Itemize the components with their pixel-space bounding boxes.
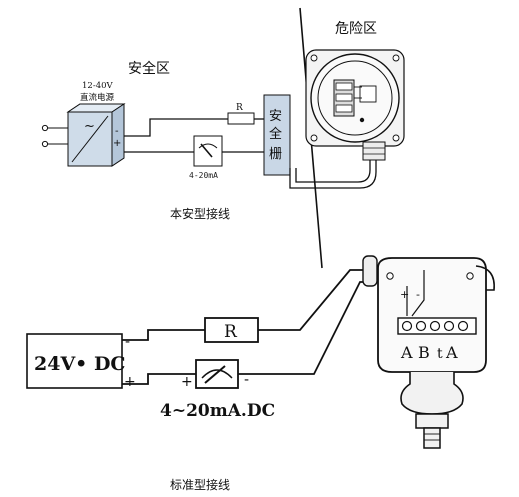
cable-to-transmitter-inner	[295, 160, 371, 183]
bottom-resistor-body	[204, 317, 259, 343]
bottom-ammeter: + - 4~20mA.DC	[160, 359, 275, 421]
bottom-terminal-screws	[401, 320, 469, 332]
bottom-terminal-minus: -	[416, 288, 420, 301]
power-voltage-label: 12-40V	[82, 81, 114, 91]
top-screw	[359, 117, 365, 123]
bottom-resistor-label: R	[224, 322, 238, 342]
bottom-resistor: R	[204, 317, 259, 343]
bottom-meter-needle	[204, 365, 226, 384]
top-module	[359, 85, 377, 103]
bottom-transmitter: + - A B t A	[377, 257, 495, 449]
bottom-power-box	[26, 333, 123, 389]
bottom-power-minus: -	[125, 334, 130, 350]
bottom-caption: 标准型接线	[170, 477, 230, 492]
bottom-terminal-plus: +	[400, 288, 409, 301]
safety-barrier-char-1: 安	[269, 109, 282, 124]
safety-barrier-char-2: 全	[269, 126, 282, 142]
cable-to-transmitter-outer	[289, 160, 377, 189]
top-terminal-3	[335, 104, 353, 113]
power-minus-sign: -	[115, 126, 119, 137]
bottom-wire-plus	[122, 373, 196, 385]
bottom-transmitter-probe	[423, 427, 441, 449]
top-ammeter-label: 4-20mA	[189, 171, 218, 180]
dc-power-supply: 12-40V 直流电源 ~ - +	[41, 81, 126, 167]
bottom-terminal-screw	[429, 320, 441, 332]
top-resistor: R	[227, 103, 255, 125]
power-supply-diagonal	[71, 115, 109, 163]
ac-input-terminal-1	[41, 124, 49, 132]
power-supply-side-face	[111, 103, 125, 167]
top-ammeter-arc	[198, 143, 218, 149]
bottom-power-supply: 24V• DC - +	[26, 333, 136, 390]
top-terminal-1	[335, 82, 353, 91]
bottom-housing-bolt-1	[386, 272, 394, 280]
top-flange-bolt-3	[310, 134, 318, 142]
bottom-terminal-a: A	[400, 343, 413, 362]
bottom-terminal-t: t	[437, 346, 443, 362]
bottom-terminal-screw	[457, 320, 469, 332]
top-ammeter: 4-20mA	[189, 135, 223, 180]
top-terminal-2	[335, 93, 353, 102]
top-transmitter-housing-inner	[317, 60, 393, 136]
bottom-power-label: 24V• DC	[34, 353, 126, 375]
bottom-terminal-a2: A	[445, 343, 458, 362]
bottom-transmitter-nut	[415, 413, 449, 429]
bottom-terminal-screw	[415, 320, 427, 332]
power-plus-sign: +	[113, 138, 121, 149]
safety-barrier-box	[263, 94, 291, 176]
top-resistor-body	[227, 112, 255, 125]
hazard-zone-label: 危险区	[335, 21, 377, 37]
bottom-meter-arc	[201, 369, 233, 379]
top-ammeter-needle	[200, 143, 213, 158]
bottom-housing-cap	[475, 265, 495, 291]
top-ammeter-body	[193, 135, 223, 167]
safety-barrier-char-3: 栅	[269, 147, 282, 162]
top-transmitter	[305, 49, 405, 161]
top-cable-gland	[362, 141, 386, 161]
top-flange-bolt-2	[392, 54, 400, 62]
bottom-meter-plus: +	[181, 374, 193, 390]
top-flange-bolt-1	[310, 54, 318, 62]
bottom-terminal-screw	[401, 320, 413, 332]
safety-barrier: 安 全 栅	[263, 94, 291, 176]
top-resistor-label: R	[236, 103, 243, 113]
bottom-transmitter-neck	[400, 372, 464, 415]
safe-zone-label: 安全区	[128, 60, 170, 77]
bottom-power-plus: +	[124, 374, 136, 390]
bottom-wire-minus	[122, 329, 205, 341]
bottom-meter-minus: -	[244, 372, 249, 388]
power-type-label: 直流电源	[80, 92, 115, 103]
bottom-wire-resistor-to-device	[258, 269, 374, 331]
bottom-transmitter-housing	[377, 257, 487, 373]
top-caption: 本安型接线	[170, 206, 230, 221]
top-flange-bolt-4	[392, 134, 400, 142]
bottom-terminal-screw	[443, 320, 455, 332]
wire-minus-to-resistor	[124, 118, 228, 137]
bottom-internal-wire-b	[411, 270, 425, 317]
bottom-terminal-b: B	[418, 343, 430, 362]
bottom-housing-bolt-2	[466, 272, 474, 280]
power-tilde: ~	[84, 119, 95, 134]
bottom-current-label: 4~20mA.DC	[160, 401, 275, 421]
ac-input-terminal-2	[41, 140, 49, 148]
bottom-cable-clip	[362, 255, 378, 287]
